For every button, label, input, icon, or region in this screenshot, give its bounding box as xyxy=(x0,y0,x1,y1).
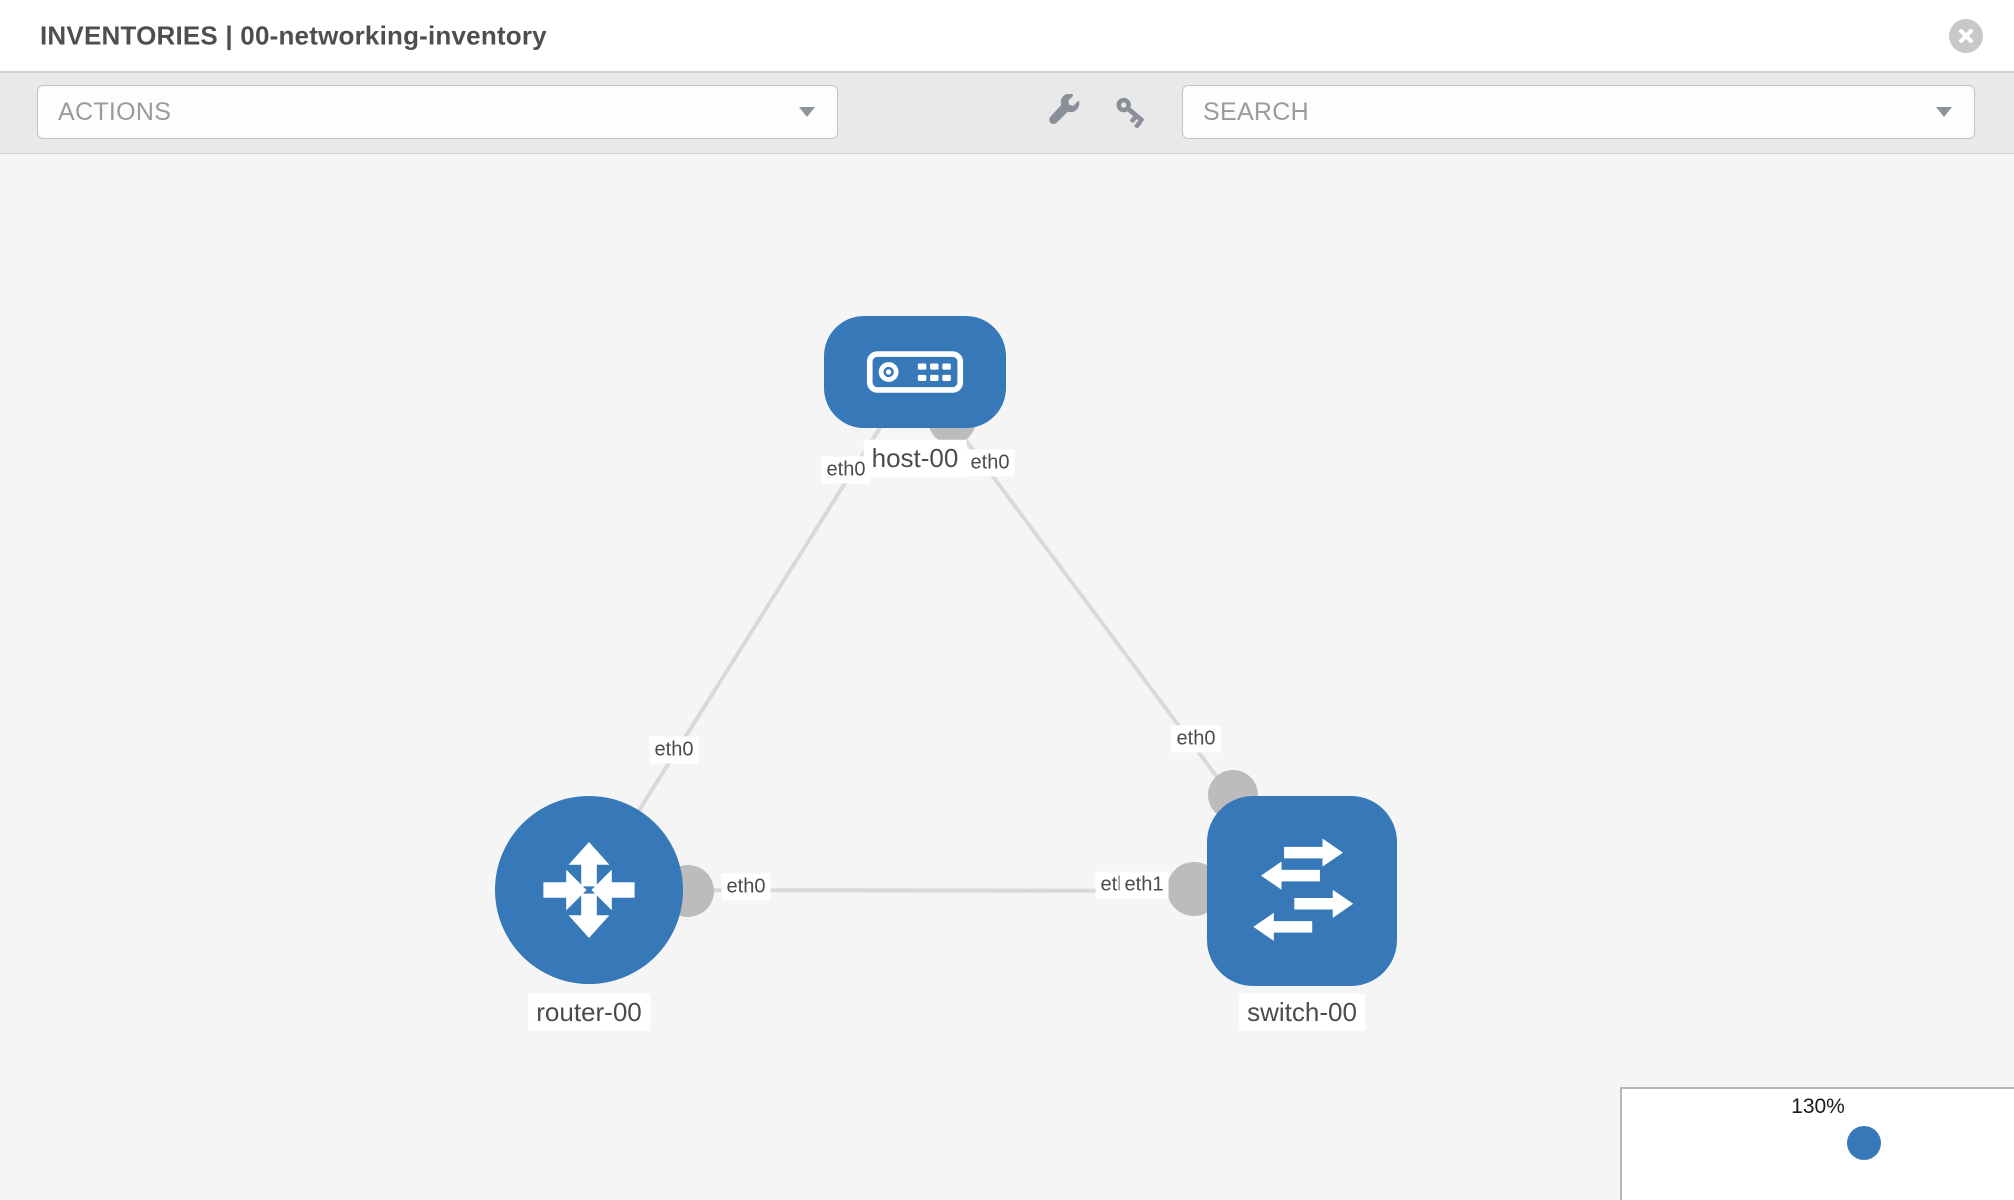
header: INVENTORIES | 00-networking-inventory xyxy=(0,0,2014,73)
switch-icon xyxy=(1253,838,1354,941)
zoom-panel: 130% xyxy=(1620,1087,2014,1200)
node-host-00[interactable] xyxy=(824,316,1006,428)
host-icon xyxy=(866,351,964,393)
interface-label: eth0 xyxy=(1171,725,1221,753)
node-switch-00[interactable] xyxy=(1207,796,1397,986)
node-router-00[interactable] xyxy=(495,796,683,984)
configure-button[interactable] xyxy=(1038,85,1092,139)
toolbar: ACTIONS SEARCH xyxy=(0,73,2014,154)
interface-label: eth0 xyxy=(649,736,699,764)
wrench-icon xyxy=(1049,94,1080,125)
interface-label: eth0 xyxy=(965,449,1015,477)
chevron-down-icon xyxy=(1936,107,1952,117)
key-icon xyxy=(1116,97,1144,129)
zoom-level-label: 130% xyxy=(1791,1095,1845,1118)
search-dropdown[interactable]: SEARCH xyxy=(1182,85,1975,139)
actions-dropdown-label: ACTIONS xyxy=(58,97,172,126)
actions-dropdown[interactable]: ACTIONS xyxy=(37,85,838,139)
interface-label: eth0 xyxy=(821,456,871,484)
credentials-button[interactable] xyxy=(1105,85,1159,139)
page-title: INVENTORIES | 00-networking-inventory xyxy=(40,20,547,50)
zoom-slider-thumb[interactable] xyxy=(1847,1126,1882,1160)
close-icon xyxy=(1958,28,1974,44)
interface-label: eth1 xyxy=(1119,871,1169,899)
search-dropdown-label: SEARCH xyxy=(1203,97,1309,126)
node-label: router-00 xyxy=(528,993,650,1031)
node-label: host-00 xyxy=(863,439,967,477)
chevron-down-icon xyxy=(799,107,815,117)
router-icon xyxy=(543,842,635,938)
interface-label: eth0 xyxy=(721,873,771,901)
close-button[interactable] xyxy=(1949,19,1983,53)
node-label: switch-00 xyxy=(1239,993,1365,1031)
